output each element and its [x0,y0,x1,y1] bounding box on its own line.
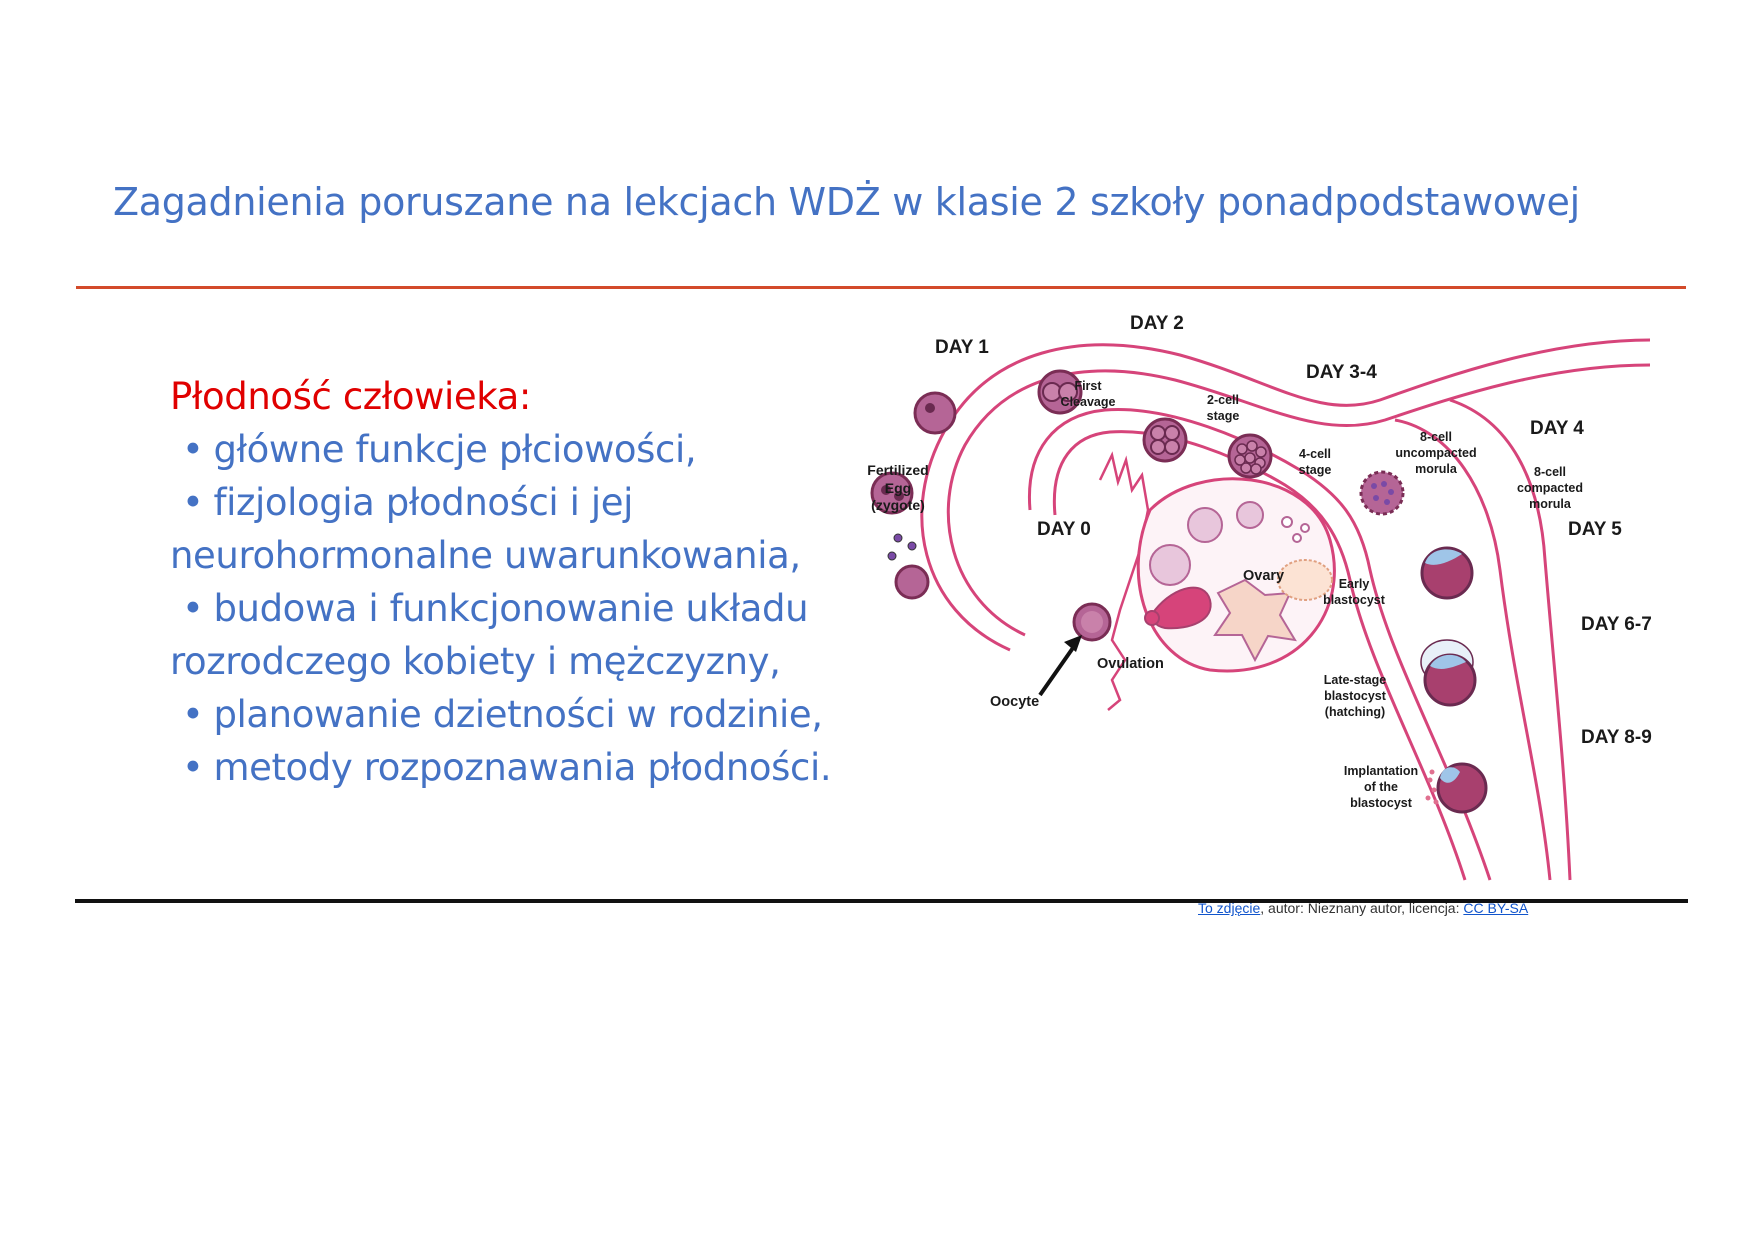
label-4-cell: 4-cell [1299,447,1331,461]
label-cleavage: Cleavage [1061,395,1116,409]
inner-cell-mass [1430,654,1466,669]
list-item-text: fizjologia płodności i jej [213,481,634,524]
oocyte-arrow [1038,643,1077,697]
label-late-blastocyst: blastocyst [1324,689,1387,703]
follicle [1300,523,1310,533]
label-early-blastocyst: blastocyst [1323,593,1386,607]
label-day-5: DAY 5 [1568,519,1622,540]
list-item: •metody rozpoznawania płodności. [170,741,890,794]
list-item: •fizjologia płodności i jej [170,476,890,529]
list-item-continuation: neurohormonalne uwarunkowania, [170,534,801,577]
label-fertilized: Fertilized [867,462,928,478]
label-morula: morula [1415,462,1458,476]
follicle [1149,544,1191,586]
list-item-text: budowa i funkcjonowanie układu [213,587,809,630]
uterus-wall-2 [1449,398,1572,881]
tube-outer-wall-2 [946,363,1651,637]
four-cell-embryo [1142,417,1188,463]
label-compacted-morula: morula [1529,497,1572,511]
label-8-cell-compacted: 8-cell [1534,465,1566,479]
uterus-wall [1394,418,1552,881]
fertilization-cell [894,564,930,600]
label-day-1: DAY 1 [935,337,989,358]
fallopian-tube [920,338,1651,881]
slide-title: Zagadnienia poruszane na lekcjach WDŻ w … [113,180,1580,224]
blastomeres [1234,440,1267,475]
label-day-3-4: DAY 3-4 [1306,362,1377,383]
label-day-2: DAY 2 [1130,313,1184,334]
follicle [1281,516,1293,528]
inner-cell-mass [1425,549,1462,565]
content-block: Płodność człowieka: •główne funkcje płci… [170,370,890,794]
blastomere [1058,382,1078,402]
label-late-stage: Late-stage [1324,673,1387,687]
label-4-cell-stage: stage [1299,463,1332,477]
sperm-cells [887,533,917,561]
tube-inner-wall [1027,408,1492,881]
label-8-cell: 8-cell [1420,430,1452,444]
label-egg: Egg [885,480,911,496]
inner-cell-mass [1440,767,1460,783]
corpus-albicans [1277,559,1333,601]
embryo-development-diagram: DAY 1 DAY 2 DAY 3-4 DAY 4 DAY 5 DAY 6-7 … [850,310,1670,890]
label-day-0: DAY 0 [1037,519,1091,540]
oocyte-cell-inner [1081,611,1103,633]
label-implantation-blastocyst: blastocyst [1350,796,1413,810]
label-ovulation: Ovulation [1097,656,1164,672]
follicle [1236,501,1264,529]
list-item-text: planowanie dzietności w rodzinie, [213,693,823,736]
bullet: • [182,587,204,630]
footer-divider [75,899,1688,903]
label-hatching: (hatching) [1325,705,1385,719]
list-item: •planowanie dzietności w rodzinie, [170,688,890,741]
list-item-text: główne funkcje płciowości, [213,428,697,471]
license-link[interactable]: CC BY-SA [1463,900,1529,916]
title-divider [76,286,1686,289]
list-item: •budowa i funkcjonowanie układu [170,582,890,635]
day1-nucleus [925,403,935,413]
pronucleus [894,491,904,501]
label-day-6-7: DAY 6-7 [1581,614,1652,635]
label-early: Early [1339,577,1370,591]
label-uncompacted: uncompacted [1395,446,1476,460]
tube-outer-wall [920,338,1651,652]
compacted-morula [1359,470,1405,516]
label-oocyte: Oocyte [990,694,1039,710]
list-item: •główne funkcje płciowości, [170,423,890,476]
photo-link[interactable]: To zdjęcie [1198,900,1261,916]
bullet: • [182,428,204,471]
label-of-the: of the [1364,780,1398,794]
tube-inner-wall-2 [1052,430,1467,881]
topic-heading: Płodność człowieka: [170,375,531,418]
list-item-text: metody rozpoznawania płodności. [213,746,832,789]
follicle [1187,507,1223,543]
label-zygote: (zygote) [871,497,925,513]
implantation-site [1425,769,1439,805]
pronucleus [881,485,891,495]
label-compacted: compacted [1517,481,1583,495]
attribution-text: , autor: Nieznany autor, licencja: [1260,900,1464,916]
label-ovary: Ovary [1243,568,1284,584]
bullet: • [182,746,204,789]
label-day-8-9: DAY 8-9 [1581,727,1652,748]
label-day-4: DAY 4 [1530,418,1584,439]
label-2-cell: 2-cell [1207,393,1239,407]
zygote-cell [870,471,914,515]
bullet: • [182,693,204,736]
follicle [1292,533,1302,543]
bullet: • [182,481,204,524]
compacted-cells [1371,481,1394,505]
ovulating-oocyte [1144,610,1160,626]
blastomeres [1150,425,1180,455]
label-first: First [1074,379,1102,393]
arrow-head [1064,635,1082,652]
image-attribution: To zdjęcie, autor: Nieznany autor, licen… [1198,900,1528,916]
label-2-cell-stage: stage [1207,409,1240,423]
label-implantation: Implantation [1344,764,1418,778]
day1-cell [913,391,957,435]
list-item-continuation: rozrodczego kobiety i mężczyzny, [170,640,781,683]
